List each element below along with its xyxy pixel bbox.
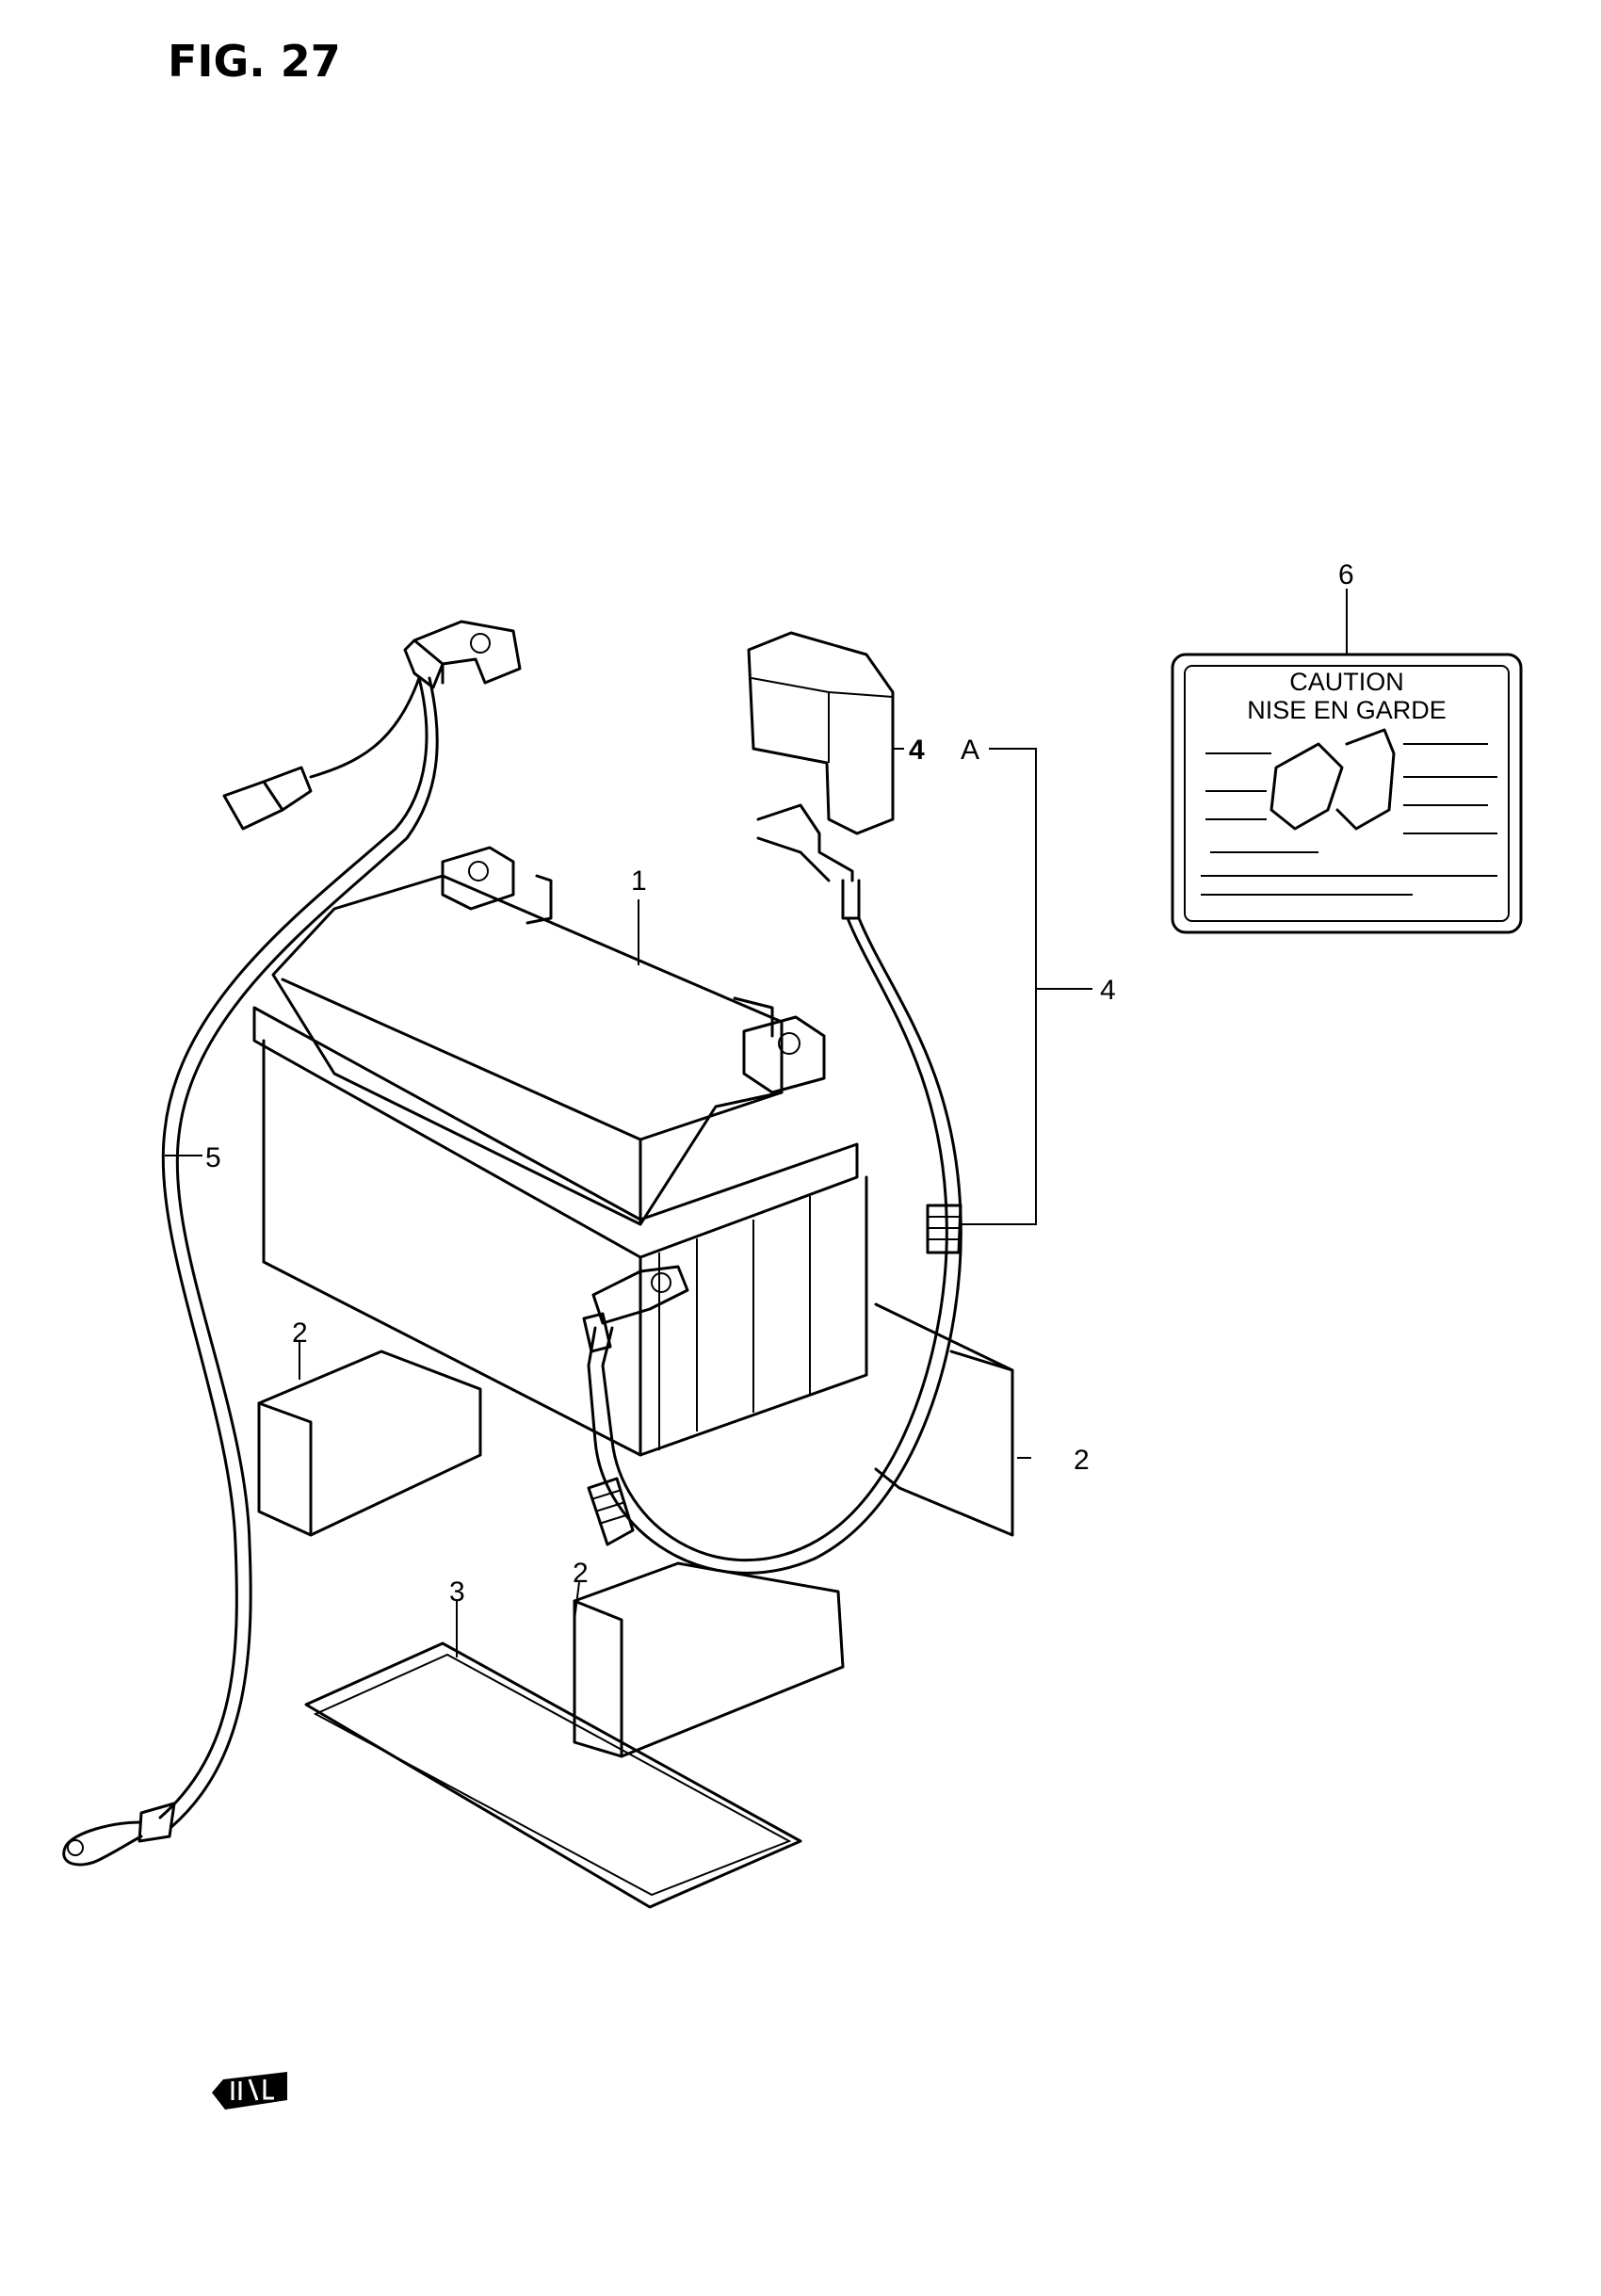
emc-stamp-icon [212, 2072, 287, 2110]
figure-title: FIG. 27 [168, 36, 341, 87]
callout-pad-left: 2 [292, 1318, 308, 1349]
callout-cable-assembly: 4 [1100, 975, 1116, 1006]
callout-pad-front: 2 [573, 1558, 589, 1589]
pad-bottom [304, 1641, 802, 1909]
caution-label-subtitle: NISE EN GARDE [1247, 696, 1447, 724]
pad-right [874, 1302, 1014, 1537]
caution-label-title: CAUTION [1289, 668, 1404, 696]
pad-front [573, 1561, 845, 1758]
callout-caution-label: 6 [1338, 559, 1354, 590]
callout-cable-ref: A [961, 735, 979, 766]
ground-cable [62, 620, 522, 1867]
callout-pad-bottom: 3 [449, 1576, 465, 1608]
caution-label: CAUTION NISE EN GARDE [1171, 653, 1523, 934]
terminal-cover [747, 631, 895, 835]
callout-battery: 1 [631, 865, 647, 897]
callout-ground-cable: 5 [205, 1142, 221, 1173]
battery [252, 846, 868, 1457]
callout-cover: 4 [909, 735, 925, 766]
leader-lines [165, 589, 1348, 1657]
positive-cable [582, 803, 962, 1575]
pad-left [257, 1350, 482, 1537]
callout-pad-right: 2 [1074, 1445, 1090, 1476]
